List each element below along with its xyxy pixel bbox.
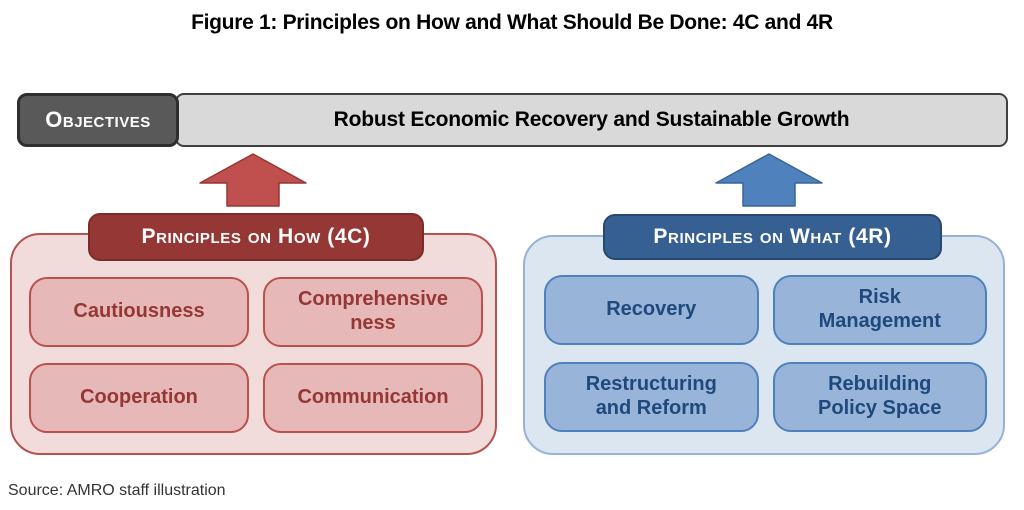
goal-label: Robust Economic Recovery and Sustainable…: [333, 108, 850, 131]
up-arrow-red-icon: [199, 153, 307, 207]
figure-title: Figure 1: Principles on How and What Sho…: [191, 11, 833, 34]
principle-box-restructuring-reform: Restructuring and Reform: [544, 362, 759, 432]
principle-box-comprehensiveness: Comprehensive ness: [263, 277, 483, 347]
principles-what-header-label: Principles on What (4R): [653, 225, 892, 248]
principle-box-cooperation: Cooperation: [29, 363, 249, 433]
up-arrow-blue-icon: [715, 153, 823, 207]
principles-how-header: Principles on How (4C): [88, 213, 424, 261]
principle-box-risk-management: Risk Management: [772, 275, 987, 345]
principle-box-cautiousness: Cautiousness: [29, 277, 249, 347]
objectives-label: Objectives: [45, 107, 151, 132]
objectives-row: Objectives Robust Economic Recovery and …: [17, 93, 1008, 147]
principles-what-header: Principles on What (4R): [603, 214, 942, 260]
principle-box-communication: Communication: [263, 363, 483, 433]
principles-what-group: Recovery Risk Management Restructuring a…: [523, 235, 1005, 455]
principles-how-group: Cautiousness Comprehensive ness Cooperat…: [10, 233, 497, 455]
source-note: Source: AMRO staff illustration: [8, 482, 226, 499]
goal-box: Robust Economic Recovery and Sustainable…: [175, 93, 1008, 147]
objectives-label-box: Objectives: [17, 93, 179, 147]
principles-how-header-label: Principles on How (4C): [141, 225, 371, 248]
principle-box-recovery: Recovery: [544, 275, 759, 345]
principle-box-rebuilding-policy-space: Rebuilding Policy Space: [772, 362, 987, 432]
